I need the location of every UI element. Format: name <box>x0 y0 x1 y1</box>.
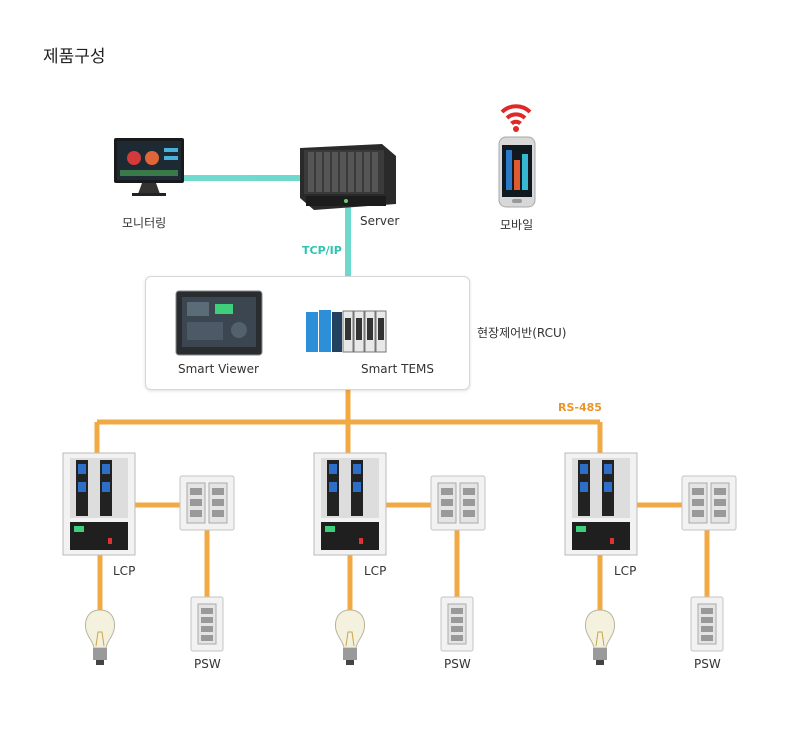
touch-panel-icon <box>175 290 263 356</box>
rcu-label: 현장제어반(RCU) <box>477 326 567 340</box>
wall-switch-icon <box>430 475 486 531</box>
psw-label: PSW <box>694 657 721 671</box>
mobile-label: 모바일 <box>500 218 534 232</box>
page-title: 제품구성 <box>43 47 106 67</box>
lcp-label: LCP <box>614 564 637 578</box>
lcp-cabinet-icon <box>62 452 136 556</box>
wall-switch-icon <box>690 596 724 652</box>
psw-label: PSW <box>194 657 221 671</box>
smartphone-icon <box>498 136 536 208</box>
wall-switch-icon <box>681 475 737 531</box>
lcp-label: LCP <box>364 564 387 578</box>
light-bulb-icon <box>585 609 615 665</box>
wifi-icon <box>500 104 532 132</box>
lcp-label: LCP <box>113 564 136 578</box>
rs485-label: RS-485 <box>558 401 602 414</box>
monitoring-label: 모니터링 <box>122 216 167 230</box>
wall-switch-icon <box>179 475 235 531</box>
monitor-icon <box>114 138 184 196</box>
smart-tems-label: Smart TEMS <box>361 362 434 376</box>
wall-switch-icon <box>440 596 474 652</box>
controller-modules-icon <box>306 310 387 353</box>
lcp-cabinet-icon <box>564 452 638 556</box>
smart-viewer-label: Smart Viewer <box>178 362 259 376</box>
server-label: Server <box>360 214 400 228</box>
light-bulb-icon <box>335 609 365 665</box>
psw-label: PSW <box>444 657 471 671</box>
server-rack-icon <box>300 144 396 210</box>
tcpip-label: TCP/IP <box>302 244 342 257</box>
light-bulb-icon <box>85 609 115 665</box>
lcp-cabinet-icon <box>313 452 387 556</box>
wall-switch-icon <box>190 596 224 652</box>
